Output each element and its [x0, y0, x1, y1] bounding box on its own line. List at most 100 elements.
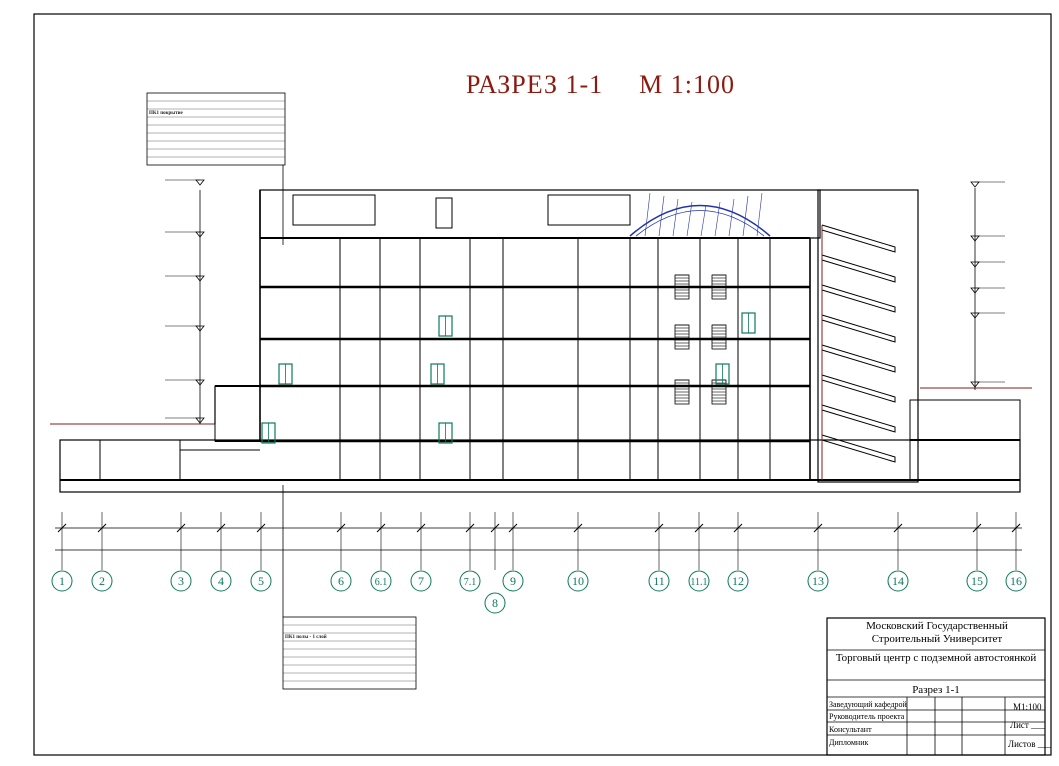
dimension-tick [654, 523, 664, 533]
axis-label: 8 [492, 596, 498, 610]
dome-rib [644, 192, 651, 237]
level-marker [195, 179, 205, 186]
dimension-tick [733, 523, 743, 533]
drawing-scale: М 1:100 [639, 70, 735, 99]
dimension-tick [490, 523, 500, 533]
axis-label: 11.1 [690, 577, 707, 588]
dome-rib [756, 192, 763, 237]
axis-circle [410, 570, 432, 592]
axis-circle [330, 570, 352, 592]
atrium-dome-inner [635, 210, 765, 237]
title-block-row-student: Дипломник [829, 738, 869, 747]
roof-skylight [547, 194, 631, 226]
title-block-sheet: Лист ___ [1010, 720, 1045, 730]
axis-circle [170, 570, 192, 592]
dimension-tick [57, 523, 67, 533]
axis-label: 7.1 [464, 577, 477, 588]
parking-ramp-block [817, 189, 919, 483]
axis-circle [210, 570, 232, 592]
dimension-tick [336, 523, 346, 533]
sheet-frame [33, 13, 1052, 756]
axis-circle [370, 570, 392, 592]
axis-circle [484, 592, 506, 614]
stair-flight [711, 324, 727, 350]
dimension-tick [416, 523, 426, 533]
axis-circle [648, 570, 670, 592]
dimension-tick [813, 523, 823, 533]
axis-circle [1005, 570, 1027, 592]
drawing-title: РАЗРЕЗ 1-1 М 1:100 [466, 70, 735, 100]
axis-label: 2 [99, 574, 105, 588]
roof-layers-note [146, 92, 286, 166]
axis-circle [966, 570, 988, 592]
dimension-tick [97, 523, 107, 533]
project-name: Торговый центр с подземной автостоянкой [835, 652, 1037, 664]
axis-label: 13 [812, 574, 824, 588]
dome-rib [728, 198, 735, 237]
axis-label: 12 [732, 574, 744, 588]
title-block-row-head: Заведующий кафедрой [829, 700, 907, 709]
dimension-tick [216, 523, 226, 533]
title-block-frame [826, 617, 1046, 756]
roof-vent [435, 197, 453, 229]
dimension-tick [573, 523, 583, 533]
ramp-slab [821, 254, 896, 283]
axis-circle [567, 570, 589, 592]
dome-rib [742, 195, 749, 237]
stair-flight [674, 324, 690, 350]
dimension-tick [694, 523, 704, 533]
dimension-tick [508, 523, 518, 533]
building-section [50, 92, 1032, 690]
title-block-scale: М1:100 [1013, 702, 1042, 712]
dome-rib [658, 195, 665, 237]
stair-flight [674, 274, 690, 300]
stair-flight [711, 274, 727, 300]
dome-rib [672, 198, 679, 237]
title-block-lines [826, 617, 1046, 756]
axis-circle [91, 570, 113, 592]
organization-name: Московский Государственный Строительный … [866, 620, 1008, 645]
axis-circle [887, 570, 909, 592]
ramp-slab [821, 404, 896, 433]
axis-label: 11 [653, 574, 665, 588]
axis-label: 15 [971, 574, 983, 588]
axis-label: 6.1 [375, 577, 388, 588]
axis-label: 9 [510, 574, 516, 588]
roof-layer-note-title: ПК1 покрытие [149, 111, 183, 116]
axis-circle [727, 570, 749, 592]
axis-circle [688, 570, 710, 592]
dome-rib [714, 201, 721, 237]
dimension-lines [55, 512, 1022, 570]
axis-label: 16 [1010, 574, 1022, 588]
axis-label: 3 [178, 574, 184, 588]
axis-label: 14 [892, 574, 904, 588]
axis-circle [459, 570, 481, 592]
ramp-slab [821, 374, 896, 403]
title-block-row-consultant: Консультант [829, 725, 872, 734]
title-block-sheets: Листов ___ [1008, 739, 1052, 749]
dimension-tick [176, 523, 186, 533]
ramp-slab [821, 284, 896, 313]
dimension-tick [465, 523, 475, 533]
ramp-slab [821, 434, 896, 463]
axis-label: 10 [572, 574, 584, 588]
axis-circle [502, 570, 524, 592]
sheet-name: Разрез 1-1 [912, 684, 960, 696]
dome-rib [686, 201, 693, 237]
axis-circle [250, 570, 272, 592]
entrance-block [214, 385, 261, 442]
axis-label: 4 [218, 574, 224, 588]
ramp-slab [821, 344, 896, 373]
level-marker [970, 181, 980, 188]
axis-circle [51, 570, 73, 592]
dome-rib [700, 204, 707, 237]
section-name: РАЗРЕЗ 1-1 [466, 70, 604, 99]
dimension-tick [893, 523, 903, 533]
axis-label: 5 [258, 574, 264, 588]
title-block-row-supervisor: Руководитель проекта [829, 712, 905, 721]
stair-flight [674, 379, 690, 405]
ramp-slab [821, 314, 896, 343]
